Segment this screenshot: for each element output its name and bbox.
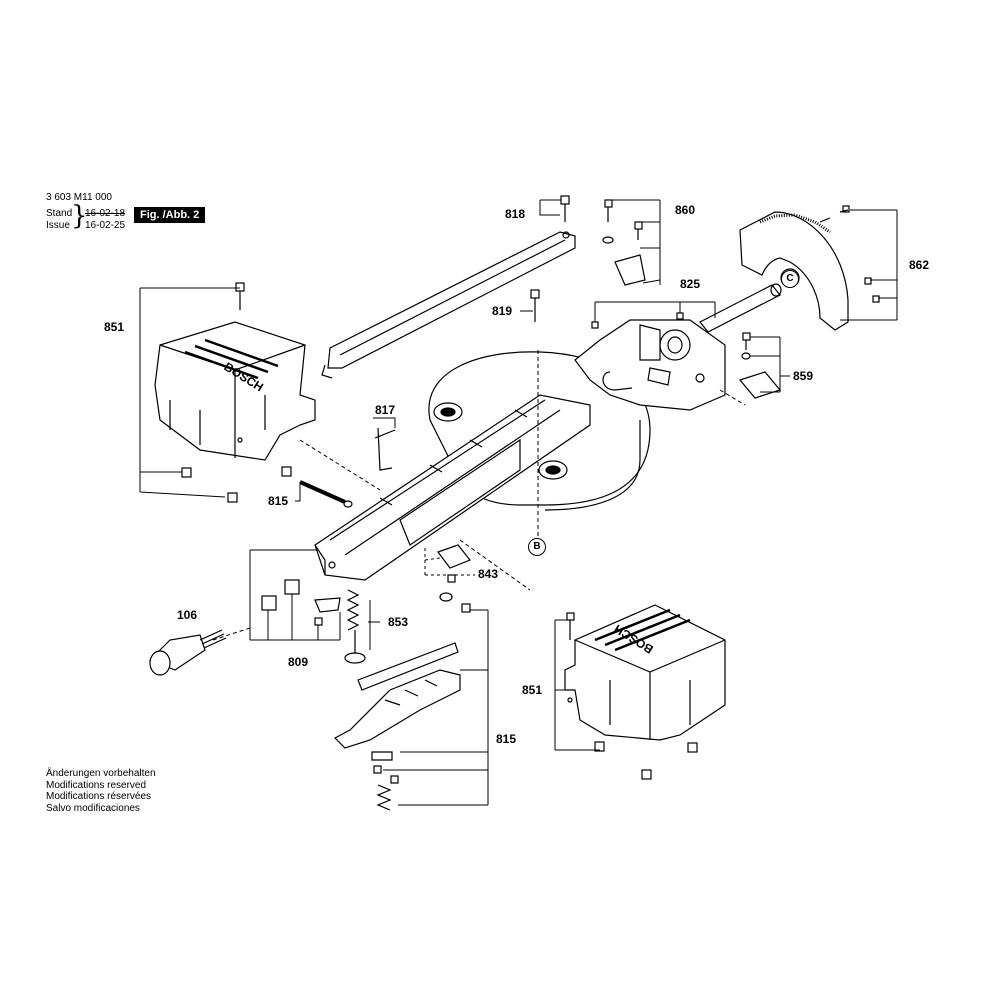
guide-rail bbox=[321, 231, 576, 379]
callout-b: B bbox=[528, 538, 546, 556]
dust-cover-left bbox=[154, 321, 316, 461]
note-line: Modifications reserved bbox=[46, 779, 147, 791]
part-label-818: 818 bbox=[505, 207, 526, 221]
part-label-815-mid: 815 bbox=[268, 494, 289, 508]
part-label-809: 809 bbox=[288, 655, 309, 669]
note-line: Änderungen vorbehalten bbox=[46, 768, 156, 779]
note-line: Salvo modificaciones bbox=[46, 802, 140, 814]
part-label-862: 862 bbox=[909, 258, 930, 272]
part-label-851-bottom: 851 bbox=[522, 683, 543, 697]
part-label-819: 819 bbox=[492, 304, 513, 318]
pivot-shaft bbox=[699, 283, 782, 333]
part-label-815-bottom: 815 bbox=[496, 732, 517, 746]
part-label-106: 106 bbox=[177, 608, 198, 622]
part-label-859: 859 bbox=[793, 369, 814, 383]
modification-notes: Änderungen vorbehalten Modifications res… bbox=[46, 768, 156, 814]
part-label-860: 860 bbox=[675, 203, 696, 217]
leader-lines bbox=[139, 199, 898, 806]
hardware-items bbox=[181, 195, 880, 811]
doc-number: 3 603 M11 000 bbox=[46, 192, 112, 203]
figure-label: Fig. /Abb. 2 bbox=[134, 207, 206, 223]
brace-glyph: } bbox=[71, 201, 88, 231]
stand-label: Stand bbox=[46, 208, 73, 219]
issue-date: 16-02-25 bbox=[85, 220, 126, 231]
part-label-853: 853 bbox=[388, 615, 409, 629]
dust-cover-right bbox=[564, 604, 726, 741]
lock-lever bbox=[334, 642, 461, 749]
part-label-851-top: 851 bbox=[104, 320, 125, 334]
pivot-housing bbox=[574, 319, 726, 411]
note-line: Modifications réservées bbox=[46, 791, 152, 802]
part-label-843: 843 bbox=[478, 567, 499, 581]
clamp-knob bbox=[148, 629, 227, 676]
part-label-817: 817 bbox=[375, 403, 396, 417]
part-label-825: 825 bbox=[680, 277, 701, 291]
issue-label: Issue bbox=[46, 220, 70, 231]
stand-date: 16-02-18 bbox=[85, 208, 126, 219]
table-arm bbox=[314, 394, 591, 581]
callout-c: C bbox=[781, 270, 799, 288]
